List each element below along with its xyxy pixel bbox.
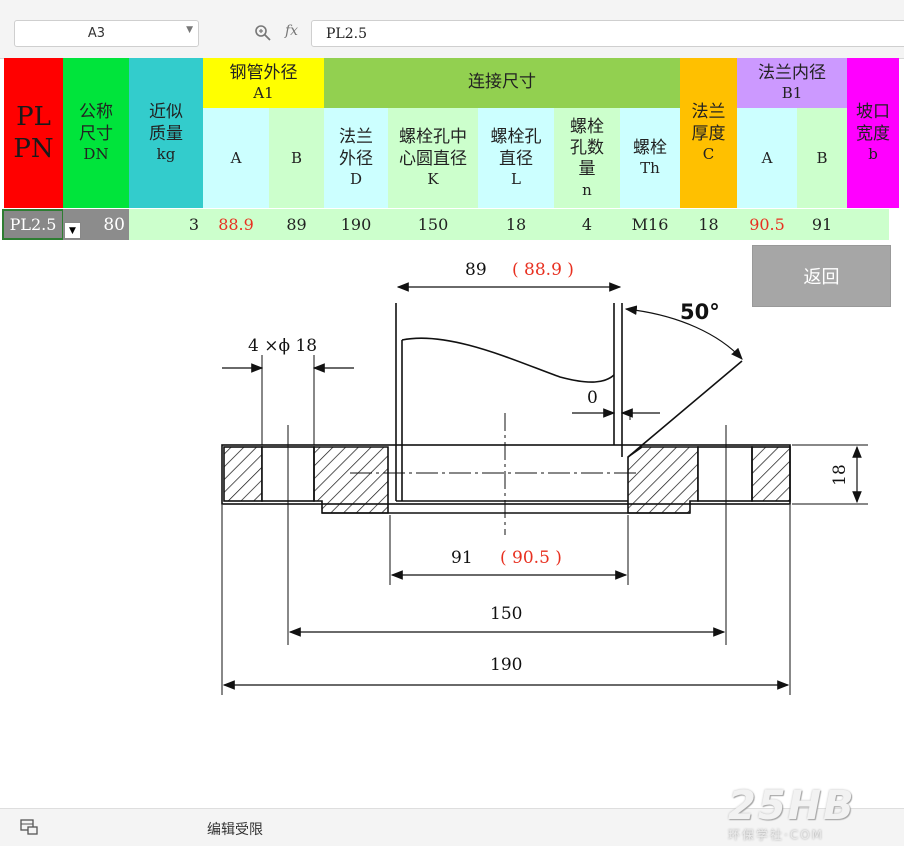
bolt-hole-cell[interactable]: 18 xyxy=(478,209,554,240)
header-approx-mass-unit: kg xyxy=(156,144,176,163)
watermark-logo: 25HB xyxy=(728,783,856,829)
dim-bolt-circle: 150 xyxy=(490,604,522,624)
status-bar: 编辑受限 xyxy=(0,808,904,846)
edit-restricted-label: 编辑受限 xyxy=(207,822,263,838)
dim-flange-od: 190 xyxy=(490,655,522,675)
header-nominal-size-label: 公称 尺寸 xyxy=(79,102,113,144)
header-flange-od: 法兰 外径 D xyxy=(324,108,388,208)
header-flange-id: 法兰内径 B1 xyxy=(737,58,847,108)
chevron-down-icon[interactable]: ▼ xyxy=(186,25,193,35)
bolt-cell[interactable]: M16 xyxy=(620,209,680,240)
header-pipe-od-code: A1 xyxy=(253,84,274,103)
header-bolt-circle-label: 螺栓孔中 心圆直径 xyxy=(399,127,467,169)
dim-id-b: 91 xyxy=(451,548,473,568)
header-bolt-count-code: n xyxy=(582,180,592,199)
site-watermark: 25HB 环保学社·COM xyxy=(728,786,898,842)
header-nominal-size: 公称 尺寸 DN xyxy=(63,58,129,208)
dim-id-a: ( 90.5 ) xyxy=(500,548,562,568)
pl-pn-cell[interactable]: PL2.5 xyxy=(2,209,64,240)
header-bevel-width-code: b xyxy=(868,144,878,163)
header-bolt-code: Th xyxy=(640,159,660,178)
dim-thickness: 18 xyxy=(830,464,850,486)
header-pl-pn: PL PN xyxy=(4,58,63,208)
bolt-circle-cell[interactable]: 150 xyxy=(388,209,478,240)
watermark-sub: 环保学社·COM xyxy=(728,828,824,842)
dim-angle: 50° xyxy=(680,300,720,324)
mass-cell[interactable]: 3 xyxy=(129,209,203,240)
thickness-cell[interactable]: 18 xyxy=(680,209,737,240)
header-flange-thickness-code: C xyxy=(702,144,715,163)
flange-id-b-cell[interactable]: 91 xyxy=(797,209,847,240)
header-nominal-size-code: DN xyxy=(83,144,109,163)
header-pipe-od: 钢管外径 A1 xyxy=(203,58,324,108)
dim-pipe-od-a: ( 88.9 ) xyxy=(512,260,574,280)
header-flange-id-code: B1 xyxy=(781,84,803,103)
dropdown-arrow-icon[interactable]: ▼ xyxy=(64,222,81,239)
pipe-od-b-cell[interactable]: 89 xyxy=(269,209,324,240)
bevel-cell[interactable] xyxy=(847,209,889,240)
header-flange-id-label: 法兰内径 xyxy=(758,63,826,83)
name-box[interactable]: A3 ▼ xyxy=(14,20,199,47)
header-flange-od-code: D xyxy=(349,169,363,188)
header-flange-id-b: B xyxy=(797,108,847,208)
header-flange-thickness-label: 法兰 厚度 xyxy=(691,102,726,144)
dim-holes: 4 ×ϕ 18 xyxy=(248,336,317,356)
flange-drawing: 89 ( 88.9 ) 50° 4 ×ϕ 18 0 18 91 ( 90.5 )… xyxy=(221,260,868,695)
header-connection-size: 连接尺寸 xyxy=(324,58,680,108)
dim-pipe-od-b: 89 xyxy=(465,260,487,280)
header-bolt-hole-dia-code: L xyxy=(511,169,521,188)
header-flange-thickness: 法兰 厚度 C xyxy=(680,58,737,208)
header-pn: PN xyxy=(13,134,54,164)
header-pipe-od-b: B xyxy=(269,108,324,208)
header-flange-od-label: 法兰 外径 xyxy=(339,127,373,169)
cell-reference: A3 xyxy=(87,26,106,41)
header-bolt-count: 螺栓 孔数 量 n xyxy=(554,108,620,208)
formula-input[interactable]: PL2.5 xyxy=(311,20,904,47)
pipe-od-a-cell[interactable]: 88.9 xyxy=(203,209,269,240)
formula-bar: A3 ▼ fx PL2.5 xyxy=(0,0,904,59)
header-bolt-circle: 螺栓孔中 心圆直径 K xyxy=(388,108,478,208)
flange-od-cell[interactable]: 190 xyxy=(324,209,388,240)
header-approx-mass-label: 近似 质量 xyxy=(149,102,183,144)
dim-gap: 0 xyxy=(587,388,598,408)
header-approx-mass: 近似 质量 kg xyxy=(129,58,203,208)
sheet-mode-icon[interactable] xyxy=(20,819,38,835)
header-pl: PL xyxy=(16,101,51,132)
flange-id-a-cell[interactable]: 90.5 xyxy=(737,209,797,240)
back-button[interactable]: 返回 xyxy=(752,245,891,307)
zoom-icon[interactable] xyxy=(254,24,272,42)
header-bolt-hole-dia: 螺栓孔 直径 L xyxy=(478,108,554,208)
header-bolt-count-label: 螺栓 孔数 量 xyxy=(570,116,604,180)
header-pipe-od-label: 钢管外径 xyxy=(229,63,298,83)
header-bevel-width: 坡口 宽度 b xyxy=(847,58,899,208)
header-bolt-hole-dia-label: 螺栓孔 直径 xyxy=(490,127,542,169)
fx-icon[interactable]: fx xyxy=(285,23,299,39)
header-bolt-label: 螺栓 xyxy=(633,138,667,158)
header-bolt-circle-code: K xyxy=(427,169,439,188)
header-bevel-width-label: 坡口 宽度 xyxy=(856,102,890,144)
header-pipe-od-a: A xyxy=(203,108,269,208)
header-flange-id-a: A xyxy=(737,108,797,208)
header-bolt: 螺栓 Th xyxy=(620,108,680,208)
bolt-count-cell[interactable]: 4 xyxy=(554,209,620,240)
